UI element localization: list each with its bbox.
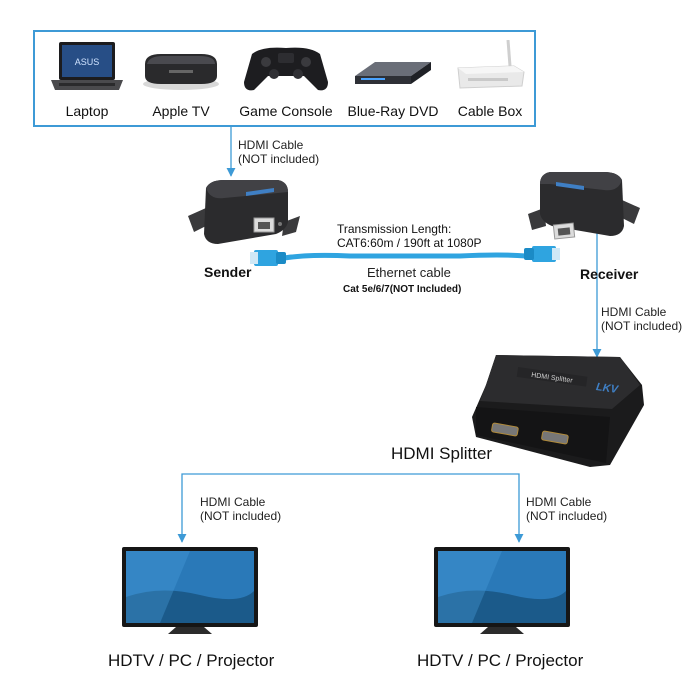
splitter-label: HDMI Splitter [391,444,493,463]
source-label: Laptop [65,103,109,119]
display-left-icon [122,547,258,634]
receiver-label: Receiver [580,266,639,282]
display-left-label: HDTV / PC / Projector [108,651,275,670]
receiver-unit-icon [528,172,640,240]
source-label: Apple TV [152,103,210,119]
apple-tv-icon [143,54,219,90]
cable-box-icon [457,40,525,89]
source-apple-tv: Apple TV [135,32,227,127]
hdmi-cable-note-receiver: HDMI Cable(NOT included) [601,305,683,333]
hdmi-cable-note-right: HDMI Cable(NOT included) [526,495,608,523]
hdmi-cable-note-left: HDMI Cable(NOT included) [200,495,282,523]
transmission-length-note: Transmission Length:CAT6:60m / 190ft at … [337,222,482,250]
source-label: Cable Box [457,103,523,119]
ethernet-cable-icon [250,246,560,266]
hdmi-cable-note-sources: HDMI Cable(NOT included) [238,138,320,166]
sender-label: Sender [204,264,252,280]
bluray-player-icon [355,62,431,84]
source-label: Blue-Ray DVD [347,103,439,119]
splitter-to-right-display-line [478,473,524,543]
ethernet-cable-note: Cat 5e/6/7(NOT Included) [343,284,462,295]
source-devices-panel: ASUS Laptop Apple TV [33,30,536,127]
splitter-to-left-display-line [177,473,478,543]
sender-unit-icon [188,180,300,244]
laptop-icon: ASUS [51,42,123,90]
source-game-console: Game Console [231,32,341,127]
ethernet-cable-label: Ethernet cable [367,265,451,280]
laptop-brand: ASUS [75,57,100,67]
splitter-logo: LKV [595,381,620,396]
hdmi-splitter-icon: HDMI Splitter LKV [472,355,644,467]
source-label: Game Console [239,103,333,119]
source-laptop: ASUS Laptop [41,32,133,127]
display-right-icon [434,547,570,634]
game-console-icon [244,47,328,91]
source-cable-box: Cable Box [445,32,535,127]
source-bluray-dvd: Blue-Ray DVD [343,32,443,127]
display-right-label: HDTV / PC / Projector [417,651,584,670]
